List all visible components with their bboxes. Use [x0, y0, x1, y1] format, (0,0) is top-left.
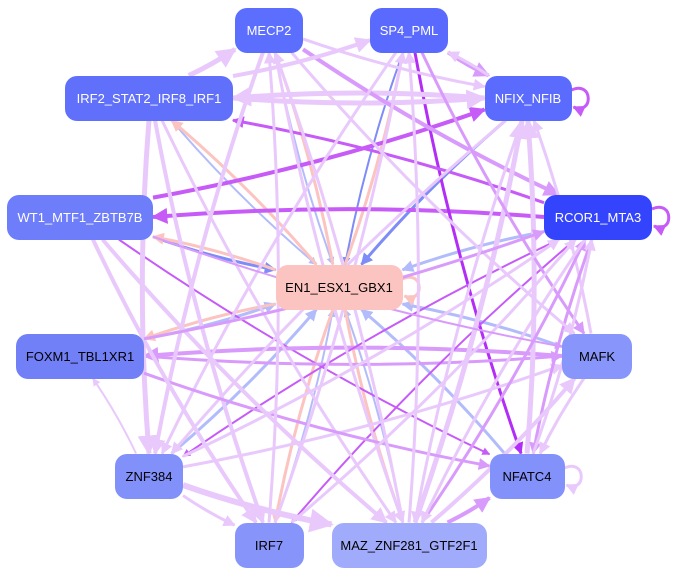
edge-znf384-to-foxm1: [92, 377, 137, 454]
edge-mecp2-to-nfix: [302, 37, 486, 91]
edge-irf2-to-nfix: [232, 89, 487, 110]
edge-mecp2-to-znf384: [149, 51, 265, 456]
node-label: NFIX_NFIB: [494, 90, 562, 106]
node-label: FOXM1_TBL1XR1: [25, 348, 135, 364]
node-nfatc4[interactable]: NFATC4: [489, 453, 565, 499]
node-label: ZNF384: [125, 468, 173, 484]
node-en1[interactable]: EN1_ESX1_GBX1: [275, 264, 403, 310]
edge-en1-to-wt1: [151, 232, 277, 272]
edge-znf384-to-mafk: [182, 363, 564, 469]
edge-mecp2-to-mafk: [290, 51, 576, 335]
node-label: IRF2_STAT2_IRF8_IRF1: [76, 90, 222, 106]
edge-rcor1-to-maz: [420, 238, 587, 524]
edge-wt1-to-maz: [101, 238, 388, 525]
edge-znf384-to-rcor1: [182, 238, 560, 458]
node-label: MAFK: [578, 348, 616, 364]
edge-wt1-to-nfatc4: [118, 238, 491, 456]
edge-en1-to-irf2: [170, 119, 318, 266]
node-nfix[interactable]: NFIX_NFIB: [484, 75, 572, 121]
node-rcor1[interactable]: RCOR1_MTA3: [544, 194, 652, 240]
node-label: EN1_ESX1_GBX1: [285, 279, 393, 295]
edge-irf2-to-irf7: [153, 120, 266, 525]
node-label: WT1_MTF1_ZBTB7B: [17, 209, 143, 225]
edge-nfatc4-to-nfatc4: [563, 464, 583, 495]
node-znf384[interactable]: ZNF384: [115, 453, 183, 499]
node-maz[interactable]: MAZ_ZNF281_GTF2F1: [331, 522, 487, 568]
edge-mafk-to-nfatc4: [538, 377, 586, 455]
node-irf7[interactable]: IRF7: [234, 522, 304, 568]
edge-mecp2-to-rcor1: [301, 47, 560, 197]
edge-nfix-to-maz: [411, 119, 524, 524]
edge-maz-to-nfatc4: [446, 496, 491, 525]
node-mafk[interactable]: MAFK: [562, 333, 632, 379]
edge-maz-to-sp4_pml: [403, 51, 420, 523]
edge-irf7-to-rcor1: [290, 238, 577, 524]
edge-nfix-to-nfix: [570, 86, 590, 117]
edge-en1-to-en1: [401, 275, 421, 306]
edge-nfatc4-to-en1: [360, 308, 506, 455]
node-label: MECP2: [246, 22, 292, 38]
edge-irf2-to-mecp2: [187, 47, 237, 78]
edge-foxm1-to-nfatc4: [143, 371, 491, 470]
node-label: RCOR1_MTA3: [554, 209, 642, 225]
edge-sp4_pml-to-nfatc4: [413, 52, 524, 455]
edge-rcor1-to-rcor1: [651, 205, 671, 236]
edge-sp4_pml-to-znf384: [160, 51, 398, 455]
node-foxm1[interactable]: FOXM1_TBL1XR1: [16, 333, 144, 379]
node-mecp2[interactable]: MECP2: [235, 7, 303, 53]
edge-maz-to-nfix: [412, 118, 529, 524]
edge-maz-to-mafk: [430, 377, 577, 525]
edge-foxm1-to-mafk: [143, 350, 564, 366]
edge-nfix-to-irf2: [231, 86, 485, 107]
edge-sp4_pml-to-en1: [342, 52, 404, 266]
edge-znf384-to-irf7: [182, 494, 236, 527]
edge-znf384-to-en1: [170, 308, 318, 455]
node-sp4_pml[interactable]: SP4_PML: [370, 7, 448, 53]
edge-en1-to-irf7: [271, 308, 335, 524]
edge-maz-to-rcor1: [420, 238, 587, 524]
node-label: MAZ_ZNF281_GTF2F1: [340, 537, 478, 553]
edge-nfix-to-sp4_pml: [446, 50, 490, 77]
node-label: SP4_PML: [379, 22, 439, 38]
edge-irf2-to-sp4_pml: [232, 37, 372, 78]
edge-wt1-to-irf7: [91, 238, 258, 524]
edge-irf2-to-maz: [160, 119, 398, 524]
edge-irf2-to-en1: [170, 119, 318, 266]
node-label: IRF7: [254, 537, 284, 553]
node-irf2[interactable]: IRF2_STAT2_IRF8_IRF1: [65, 75, 233, 121]
node-label: NFATC4: [502, 468, 552, 484]
node-wt1[interactable]: WT1_MTF1_ZBTB7B: [7, 194, 153, 240]
